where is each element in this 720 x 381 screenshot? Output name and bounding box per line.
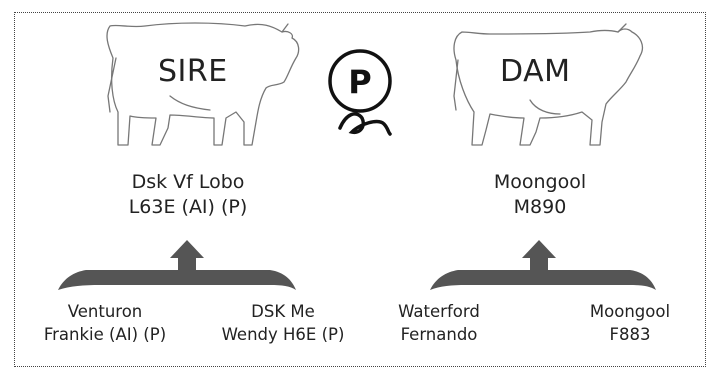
sire-dam-line1: DSK Me: [251, 302, 315, 321]
pedigree-frame: [14, 12, 706, 367]
sire-sire-name: Venturon Frankie (AI) (P): [30, 300, 180, 346]
dam-badge: DAM: [500, 54, 571, 89]
dam-sire-line1: Waterford: [398, 302, 480, 321]
sire-sire-line2: Frankie (AI) (P): [43, 325, 167, 344]
poll-symbol-letter: P: [348, 63, 371, 101]
sire-bracket-arrow: [58, 240, 296, 290]
dam-sire-line2: Fernando: [400, 325, 478, 344]
sire-dam-line2: Wendy H6E (P): [221, 325, 345, 344]
dam-bracket-arrow: [430, 240, 656, 290]
dam-name-line1: Moongool: [493, 171, 587, 193]
sire-dam-name: DSK Me Wendy H6E (P): [210, 300, 356, 346]
dam-dam-line2: F883: [609, 325, 651, 344]
dam-dam-name: Moongool F883: [580, 300, 680, 346]
sire-name-line2: L63E (AI) (P): [128, 196, 248, 218]
sire-name: Dsk Vf Lobo L63E (AI) (P): [120, 170, 256, 220]
dam-sire-name: Waterford Fernando: [384, 300, 494, 346]
sire-sire-line1: Venturon: [67, 302, 143, 321]
dam-name: Moongool M890: [480, 170, 600, 220]
dam-name-line2: M890: [513, 196, 567, 218]
dam-cow-icon: [453, 23, 644, 146]
sire-bull-icon: [106, 22, 300, 146]
poll-symbol-icon: [328, 49, 392, 136]
dam-dam-line1: Moongool: [589, 302, 671, 321]
sire-name-line1: Dsk Vf Lobo: [131, 171, 245, 193]
sire-badge: SIRE: [158, 54, 228, 89]
